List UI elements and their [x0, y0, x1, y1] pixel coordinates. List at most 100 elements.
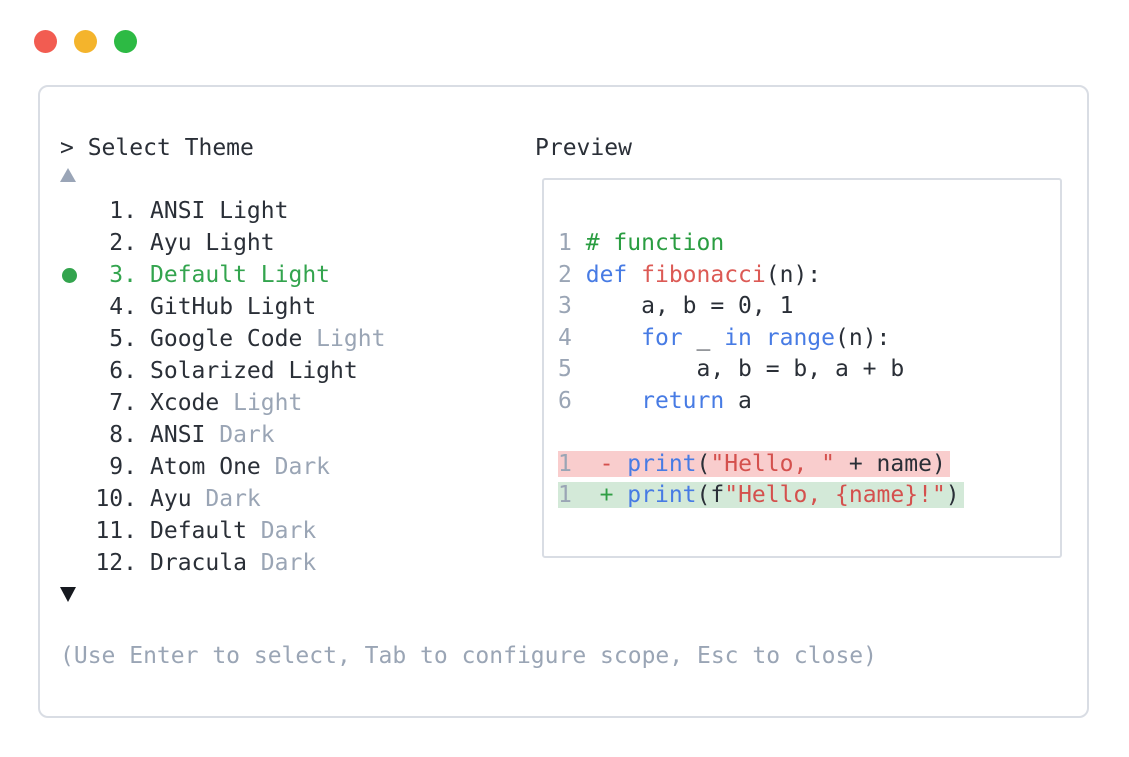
theme-number: 8. — [109, 422, 137, 448]
selection-marker — [60, 483, 80, 515]
prompt-line: > Select Theme — [60, 132, 254, 164]
code-token: def — [585, 261, 628, 288]
theme-option-4[interactable]: 4.GitHub Light — [60, 291, 385, 323]
code-token: print — [627, 450, 697, 477]
theme-option-12[interactable]: 12.Dracula Dark — [60, 547, 385, 579]
theme-option-1[interactable]: 1.ANSI Light — [60, 195, 385, 227]
theme-option-9[interactable]: 9.Atom One Dark — [60, 451, 385, 483]
code-token: a, b = b, a + b — [585, 356, 905, 382]
code-token: # function — [585, 230, 725, 256]
theme-option-8[interactable]: 8.ANSI Dark — [60, 419, 385, 451]
code-token — [586, 325, 641, 351]
theme-label: Atom One Dark — [137, 454, 330, 480]
code-token: print — [627, 482, 697, 508]
code-token — [572, 451, 600, 477]
theme-option-3[interactable]: 3.Default Light — [60, 259, 385, 291]
theme-variant: Dark — [191, 486, 261, 512]
code-token — [572, 293, 586, 319]
code-line: 6 return a — [558, 386, 1060, 418]
code-token: "Hello, " — [710, 450, 836, 477]
theme-option-6[interactable]: 6.Solarized Light — [60, 355, 385, 387]
window-zoom-button[interactable] — [114, 30, 137, 53]
code-line: 4 for _ in range(n): — [558, 323, 1060, 355]
code-line-content: 3 a, b = 0, 1 — [558, 293, 793, 319]
preview-label: Preview — [535, 135, 632, 161]
theme-name: Xcode — [150, 390, 220, 416]
selection-marker — [60, 227, 80, 259]
theme-number: 1. — [109, 198, 137, 224]
theme-variant: Light — [302, 326, 386, 352]
preview-pane: 1 # function 2 def fibonacci(n): 3 a, b = … — [542, 178, 1062, 558]
code-line-content: 4 for _ in range(n): — [558, 325, 890, 351]
theme-variant: Light — [219, 390, 303, 416]
selection-marker — [60, 387, 80, 419]
line-number: 3 — [558, 293, 572, 319]
code-token: (n): — [765, 261, 822, 288]
code-token — [613, 451, 627, 477]
code-line: 2 def fibonacci(n): — [558, 260, 1060, 292]
code-token: return — [641, 387, 725, 414]
selection-marker — [60, 419, 80, 451]
line-number: 2 — [558, 261, 572, 288]
theme-number: 11. — [95, 518, 137, 544]
theme-name: Ayu — [150, 486, 192, 512]
code-line-content: 1 + print(f"Hello, {name}!") — [558, 482, 964, 508]
code-token: fibonacci — [641, 261, 766, 288]
window-minimize-button[interactable] — [74, 30, 97, 53]
theme-name: Google Code — [150, 326, 303, 352]
theme-option-7[interactable]: 7.Xcode Light — [60, 387, 385, 419]
code-line: 1 # function — [558, 228, 1060, 260]
scroll-down-indicator-icon[interactable] — [60, 587, 76, 602]
code-token: "Hello, {name}!" — [724, 482, 946, 508]
code-token — [613, 482, 627, 508]
theme-number: 10. — [95, 486, 137, 512]
line-number: 4 — [558, 324, 572, 351]
code-token: for — [641, 324, 683, 351]
theme-number: 2. — [109, 230, 137, 256]
code-token — [572, 230, 586, 256]
selection-marker — [60, 259, 80, 291]
theme-name: Ayu Light — [150, 230, 275, 256]
theme-name: ANSI — [150, 422, 206, 448]
theme-label: Default Dark — [137, 518, 316, 544]
scroll-up-indicator-icon[interactable] — [60, 168, 76, 182]
diff-removed-line: 1 - print("Hello, " + name) — [558, 449, 1060, 481]
line-number: 6 — [558, 387, 572, 414]
window-close-button[interactable] — [34, 30, 57, 53]
keyboard-hint: (Use Enter to select, Tab to configure s… — [60, 643, 877, 669]
theme-name: GitHub Light — [150, 294, 317, 320]
code-token — [572, 482, 600, 508]
theme-option-2[interactable]: 2. Ayu Light — [60, 227, 385, 259]
code-preview: 1 # function 2 def fibonacci(n): 3 a, b = … — [544, 180, 1060, 512]
code-token — [572, 262, 586, 288]
code-token: a, b = 0, 1 — [585, 293, 794, 319]
code-line-content: 2 def fibonacci(n): — [558, 262, 821, 288]
code-token — [586, 388, 641, 414]
code-line: 3 a, b = 0, 1 — [558, 291, 1060, 323]
code-line — [558, 417, 1060, 449]
theme-name: Solarized Light — [150, 358, 358, 384]
code-token: + name) — [835, 450, 946, 477]
theme-number: 7. — [109, 390, 137, 416]
theme-option-10[interactable]: 10. Ayu Dark — [60, 483, 385, 515]
selection-marker — [60, 515, 80, 547]
code-line-content: 1 # function — [558, 230, 724, 256]
theme-option-5[interactable]: 5.Google Code Light — [60, 323, 385, 355]
theme-label: ANSI Dark — [137, 422, 275, 448]
theme-variant: Dark — [260, 454, 331, 480]
theme-label: Xcode Light — [137, 390, 302, 416]
code-line: 5 a, b = b, a + b — [558, 354, 1060, 386]
theme-label: GitHub Light — [137, 294, 316, 320]
theme-name: Dracula — [150, 550, 247, 576]
theme-label: Ayu Light — [137, 230, 275, 256]
code-token: ) — [945, 482, 960, 508]
selection-marker — [60, 451, 80, 483]
line-number: 1 — [558, 482, 572, 508]
theme-option-11[interactable]: 11.Default Dark — [60, 515, 385, 547]
code-token: in — [724, 324, 752, 351]
theme-label: Solarized Light — [137, 358, 358, 384]
page-title: Select Theme — [87, 135, 254, 161]
line-number: 1 — [558, 230, 572, 256]
